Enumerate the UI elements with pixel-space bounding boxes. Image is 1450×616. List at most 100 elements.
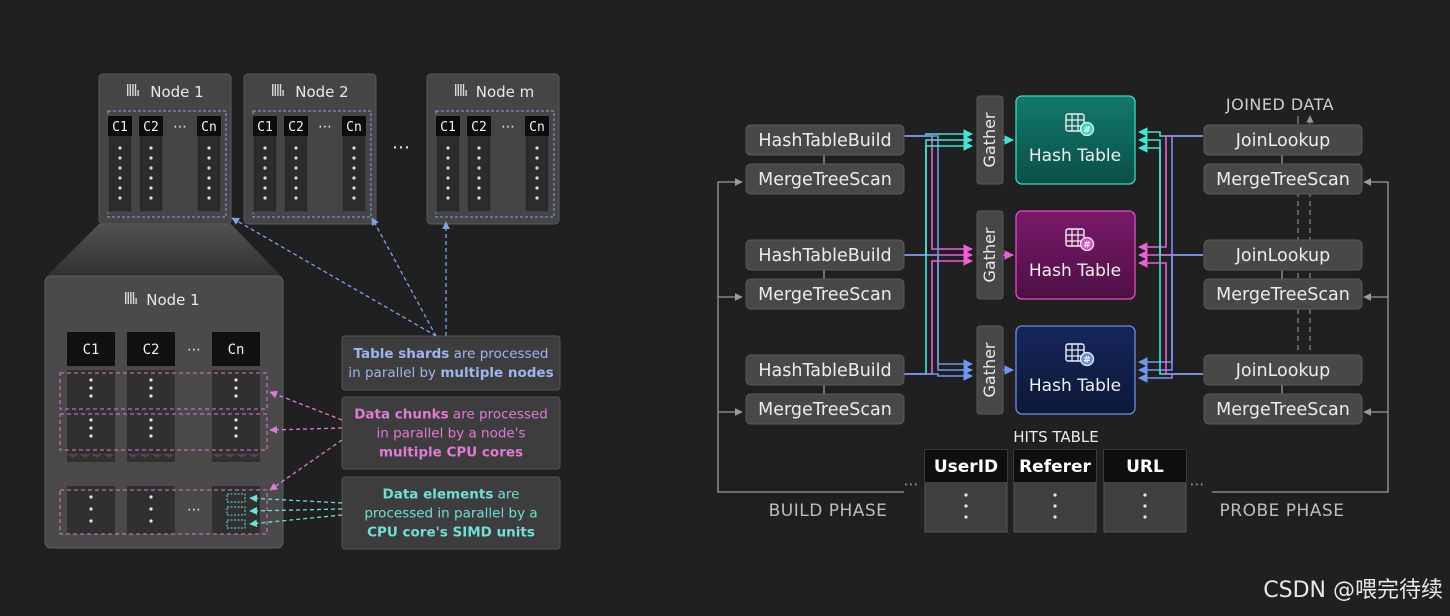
hits-column-2: Referer: [1013, 449, 1097, 533]
node-column-header: Cn: [346, 120, 362, 135]
build-route-line: [904, 135, 973, 369]
hits-column-header-bg: [1014, 450, 1096, 482]
probe-route-line: [1138, 254, 1203, 375]
callout-line: Data elements are: [383, 487, 520, 503]
merge-tree-scan-probe-3-bg: [1203, 393, 1363, 425]
leader-simd-1: [249, 494, 343, 504]
callout-line: in parallel by multiple nodes: [348, 365, 553, 381]
chunk-dots: [234, 418, 238, 438]
node-icon: [272, 84, 284, 96]
probe-route-line: [1138, 258, 1203, 375]
merge-tree-scan-probe-1-bg: [1203, 163, 1363, 195]
hits-column-1: UserID: [924, 449, 1008, 533]
gather-bg: [976, 210, 1004, 300]
callout-bg: [341, 396, 561, 470]
probe-route-line: [1138, 135, 1203, 252]
node-column-header: Cn: [201, 120, 217, 135]
hash-table-bg: [1015, 95, 1136, 185]
hits-table-label: HITS TABLE: [1013, 428, 1099, 446]
simd-element-box: [226, 519, 246, 529]
gather-bg: [976, 95, 1004, 185]
hash-table-build-1-label: HashTableBuild: [758, 131, 891, 151]
join-lookup-3-bg: [1203, 354, 1363, 386]
node-icon: [455, 84, 467, 96]
hits-column-header: URL: [1126, 457, 1164, 477]
chunk-outline-3: [59, 489, 268, 535]
callout-text: in parallel by: [348, 365, 440, 381]
column-row-dots: [118, 146, 122, 200]
node-column-header-bg: [342, 116, 366, 136]
hash-table-build-2: HashTableBuild: [745, 239, 905, 271]
hits-column-dots: [1143, 493, 1147, 519]
chunk-outline-2: [59, 413, 268, 451]
zoom-projection: [45, 224, 283, 278]
merge-tree-scan-build-1-bg: [745, 163, 905, 195]
hash-table-2: #Hash Table: [1015, 210, 1136, 300]
gather-label: Gather: [980, 112, 999, 167]
zoomed-column-header-bg: [212, 332, 260, 366]
zoomed-column-header: C2: [143, 342, 160, 358]
hits-column-3: URL: [1103, 449, 1187, 533]
zoomed-column-body: [67, 370, 115, 454]
node-column-header-bg: [436, 116, 460, 136]
node-column-header-bg: [197, 116, 221, 136]
gather-2: Gather: [976, 210, 1004, 300]
node-column-header: C1: [257, 120, 273, 135]
chunk-dots: [89, 418, 93, 438]
column-row-dots: [207, 146, 211, 200]
column-row-dots: [149, 146, 153, 200]
zoomed-row-ellipsis: ⋯: [187, 502, 201, 518]
node-column-header: C2: [288, 120, 304, 135]
merge-tree-scan-build-3-label: MergeTreeScan: [758, 400, 892, 420]
hash-sign: #: [1083, 356, 1091, 366]
probe-route-line: [1138, 143, 1203, 375]
merge-tree-scan-build-3: MergeTreeScan: [745, 393, 905, 425]
callout-line: multiple CPU cores: [379, 445, 523, 461]
probe-route-line: [1138, 373, 1203, 383]
hash-sign: #: [1083, 241, 1091, 251]
merge-tree-scan-probe-2-label: MergeTreeScan: [1216, 285, 1350, 305]
joined-data-label: JOINED DATA: [1225, 95, 1334, 114]
leader-shards-node1: [231, 217, 437, 337]
merge-tree-scan-probe-2-bg: [1203, 278, 1363, 310]
column-row-dots: [446, 146, 450, 200]
hash-table-bg: [1015, 210, 1136, 300]
hash-table-build-1: HashTableBuild: [745, 124, 905, 156]
join-lookup-1-bg: [1203, 124, 1363, 156]
merge-tree-scan-probe-3: MergeTreeScan: [1203, 393, 1363, 425]
node-column-header-bg: [525, 116, 549, 136]
chunk-dots: [149, 418, 153, 438]
leader-chunks-1: [269, 390, 343, 421]
hits-column-header-bg: [925, 450, 1007, 482]
build-route-line: [904, 254, 973, 375]
join-lookup-1-label: JoinLookup: [1235, 131, 1330, 151]
merge-tree-scan-probe-3-label: MergeTreeScan: [1216, 400, 1350, 420]
hits-column-dots: [964, 493, 968, 519]
column-row-dots: [263, 146, 267, 200]
node-label: Node m: [476, 83, 535, 101]
zoomed-column-body: [212, 370, 260, 454]
watermark: CSDN @喂完待续: [1263, 578, 1443, 603]
zoomed-column-header: C1: [83, 342, 100, 358]
gather-3: Gather: [976, 325, 1004, 415]
node-column-header: C2: [143, 120, 159, 135]
chunk-dots: [149, 378, 153, 398]
hash-table-build-1-bg: [745, 124, 905, 156]
column-row-dots: [294, 146, 298, 200]
callout-text: are processed: [449, 407, 548, 423]
merge-tree-scan-build-1-label: MergeTreeScan: [758, 170, 892, 190]
callout-text: Table shards: [353, 346, 449, 362]
hash-table-icon: #: [1065, 113, 1095, 137]
hash-table-bg: [1015, 325, 1136, 415]
merge-tree-scan-build-3-bg: [745, 393, 905, 425]
chunk-dots: [89, 378, 93, 398]
zoomed-node-label: Node 1: [146, 291, 199, 309]
element-dots: [89, 495, 93, 523]
callout-line: in parallel by a node's: [377, 426, 526, 442]
node-column-header: C1: [112, 120, 128, 135]
hash-table-1: #Hash Table: [1015, 95, 1136, 185]
